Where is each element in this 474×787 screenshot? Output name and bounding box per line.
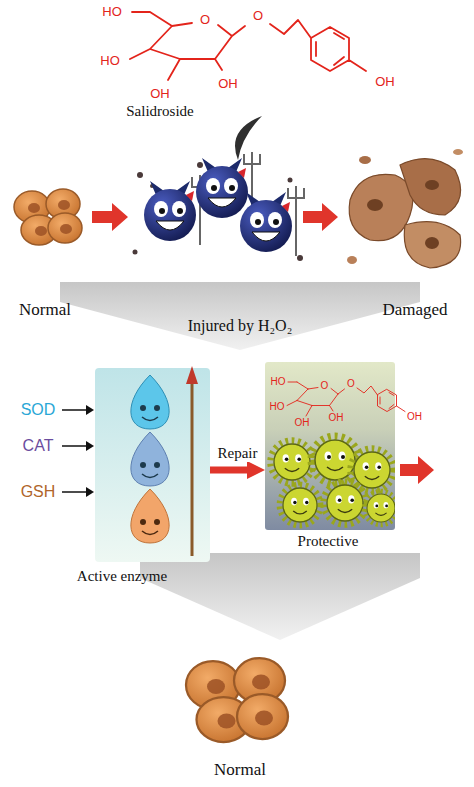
atom-label: O	[200, 13, 210, 28]
microbe	[323, 481, 366, 524]
stage-caption: Normal	[19, 300, 71, 320]
nucleus	[425, 180, 439, 190]
atom-label: O	[253, 9, 263, 24]
edge-label: Repair	[216, 445, 260, 462]
damaged-cell	[400, 159, 461, 215]
atom-label: OH	[375, 75, 395, 90]
microbe	[280, 485, 321, 526]
atom-label: O	[321, 380, 329, 392]
salidroside-structure	[287, 382, 405, 416]
cell-stage: Normal	[184, 654, 292, 746]
enzyme-pointers	[62, 405, 94, 497]
spear-tip	[186, 366, 198, 384]
pointer-head	[86, 405, 94, 415]
dot	[288, 178, 293, 183]
enzyme-label: CAT	[23, 437, 54, 455]
dot	[297, 255, 303, 261]
stage-label: Injured by H₂O₂	[188, 317, 292, 335]
atom-label: HO	[270, 401, 285, 413]
cell-stage: Normal	[12, 186, 86, 248]
damaged-cell	[404, 222, 460, 268]
stage-caption: Protective	[298, 533, 359, 550]
cat-droplet	[131, 432, 169, 486]
microbe	[364, 491, 395, 525]
stage-caption: Normal	[214, 760, 266, 780]
red-arrow	[303, 203, 338, 231]
fragment	[359, 156, 371, 164]
chevron-band	[60, 282, 420, 350]
atom-label: OH	[295, 417, 310, 429]
atom-label: OH	[218, 77, 238, 92]
repair-arrow	[210, 467, 251, 474]
pointer-head	[86, 487, 94, 497]
chevron-band	[140, 553, 420, 640]
eye	[140, 405, 146, 411]
normal-cell	[14, 189, 82, 245]
atom-label: HO	[271, 376, 286, 388]
compound-name: Salidroside	[126, 103, 194, 120]
stage-caption: Damaged	[382, 300, 447, 320]
dot	[197, 162, 203, 168]
eye	[140, 462, 146, 468]
nucleus	[425, 237, 439, 249]
curved-arrow	[235, 116, 262, 160]
enzyme-label: GSH	[21, 483, 56, 501]
damaged-cell	[349, 174, 413, 240]
red-arrow	[400, 456, 434, 484]
cell-stage: Damaged	[343, 148, 471, 272]
atom-label: OH	[150, 87, 170, 102]
damaged-cells	[347, 149, 463, 268]
atom-label: HO	[100, 54, 120, 69]
sod-droplet	[131, 375, 169, 429]
pointer-line	[62, 491, 88, 493]
atom-label: O	[347, 378, 355, 390]
fragment	[453, 149, 463, 155]
atom-label: OH	[407, 411, 422, 423]
pointer-head	[86, 441, 94, 451]
eye	[154, 405, 160, 411]
normal-cell	[186, 658, 288, 742]
spear	[191, 372, 194, 556]
eye	[140, 519, 146, 525]
pointer-line	[62, 409, 88, 411]
radical-monster	[240, 186, 304, 256]
protective-panel	[265, 362, 405, 530]
atom-label: OH	[329, 412, 344, 424]
fragment	[347, 256, 357, 264]
pointer-line	[62, 445, 88, 447]
enzyme-label: SOD	[21, 401, 56, 419]
dot	[137, 172, 143, 178]
atom-label: HO	[102, 5, 122, 20]
microbe	[270, 440, 313, 483]
eye	[154, 519, 160, 525]
smile	[142, 417, 158, 421]
dot	[133, 250, 138, 255]
enzyme-panel: Active enzyme	[95, 368, 210, 562]
enzyme-panel	[95, 366, 210, 562]
eye	[154, 462, 160, 468]
salidroside-structure	[130, 12, 366, 80]
smile	[142, 474, 158, 478]
gsh-droplet	[131, 489, 169, 543]
smile	[142, 531, 158, 535]
nucleus	[367, 199, 383, 211]
stage-caption: Active enzyme	[77, 568, 167, 585]
panel-ground	[95, 368, 210, 562]
red-arrow	[92, 203, 128, 231]
microbes	[270, 436, 395, 525]
